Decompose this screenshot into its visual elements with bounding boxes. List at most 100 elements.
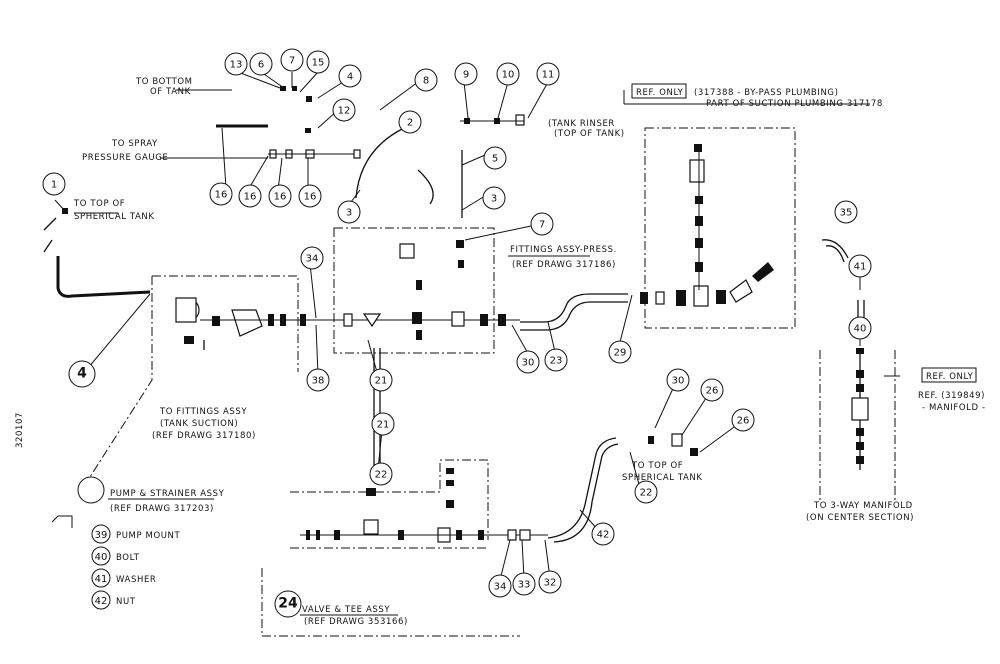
callout-number: 22 xyxy=(375,470,388,481)
callout-balloon: 22 xyxy=(634,480,658,504)
callout-number: 30 xyxy=(672,376,685,387)
label-tank-rinser-line1: (TANK RINSER xyxy=(548,119,615,129)
annotation-labels: TO BOTTOM OF TANK TO SPRAY PRESSURE GAUG… xyxy=(73,77,985,627)
callout-circle xyxy=(274,590,302,618)
callout-balloon: 3 xyxy=(337,200,361,224)
callout-number: 9 xyxy=(463,70,469,81)
callout-balloon: 38 xyxy=(306,368,330,392)
callout-circle xyxy=(516,350,540,374)
label-valve-tee-line2: (REF DRAWG 353166) xyxy=(304,617,408,627)
callout-number: 23 xyxy=(550,356,563,367)
callout-balloon: 34 xyxy=(300,246,324,270)
label-part-of-suction: PART OF SUCTION PLUMBING 317178 xyxy=(706,99,883,109)
callout-circle xyxy=(306,50,330,74)
label-fittings-press-line1: FITTINGS ASSY-PRESS. xyxy=(510,245,617,255)
legend-item: 42 NUT xyxy=(91,590,136,610)
callout-balloon: 22 xyxy=(369,462,393,486)
callout-circle xyxy=(398,110,422,134)
callout-circle xyxy=(591,522,615,546)
callout-circle xyxy=(369,462,393,486)
callout-balloon: 32 xyxy=(538,570,562,594)
legend-name: BOLT xyxy=(116,553,140,563)
callout-number: 33 xyxy=(518,580,531,591)
callout-number: 6 xyxy=(258,60,264,71)
callout-balloon: 33 xyxy=(512,572,536,596)
label-ref-only-right: REF. ONLY xyxy=(926,372,974,382)
callout-number: 21 xyxy=(375,376,388,387)
legend-name: NUT xyxy=(116,597,136,607)
label-bypass-plumbing: (317388 - BY-PASS PLUMBING) xyxy=(694,88,839,98)
callout-balloon: 34 xyxy=(488,574,512,598)
callout-circle xyxy=(268,184,292,208)
callout-balloon: 29 xyxy=(608,340,632,364)
legend-number: 42 xyxy=(95,596,108,607)
callout-circle xyxy=(338,64,362,88)
assembly-boundaries xyxy=(87,127,896,637)
callout-circle xyxy=(848,254,872,278)
callout-circle xyxy=(209,182,233,206)
label-to-bottom-of-tank-line1: TO BOTTOM xyxy=(135,77,193,87)
callout-balloon: 7 xyxy=(530,212,554,236)
callout-circle xyxy=(834,200,858,224)
label-ref-only-top: REF. ONLY xyxy=(636,88,684,98)
callout-balloon: 4 xyxy=(338,64,362,88)
callout-balloon: 26 xyxy=(731,408,755,432)
callout-circle xyxy=(306,368,330,392)
label-fittings-press-line2: (REF DRAWG 317186) xyxy=(512,260,616,270)
callout-number: 21 xyxy=(377,420,390,431)
callout-number: 26 xyxy=(737,416,750,427)
callout-number: 38 xyxy=(312,376,325,387)
callout-balloon: 40 xyxy=(848,316,872,340)
callout-number: 29 xyxy=(614,348,627,359)
callout-balloon: 3 xyxy=(482,186,506,210)
callout-number: 34 xyxy=(494,582,507,593)
hoses xyxy=(43,124,865,543)
callout-circle xyxy=(371,412,395,436)
callout-circle xyxy=(224,52,248,76)
callout-circle xyxy=(483,146,507,170)
callout-number: 30 xyxy=(522,358,535,369)
callout-balloon: 30 xyxy=(666,368,690,392)
legend-name: WASHER xyxy=(116,575,156,585)
callout-balloon: 23 xyxy=(544,348,568,372)
callout-balloon: 9 xyxy=(454,62,478,86)
callout-circle xyxy=(482,186,506,210)
callout-number: 11 xyxy=(542,70,555,81)
callout-circle xyxy=(280,48,304,72)
label-valve-tee-line1: VALVE & TEE ASSY xyxy=(302,605,390,615)
callout-circle xyxy=(700,378,724,402)
callout-number: 7 xyxy=(289,56,295,67)
label-to-spray-gauge-line1: TO SPRAY xyxy=(111,139,158,149)
callout-circle xyxy=(298,184,322,208)
label-pump-strainer-line1: PUMP & STRAINER ASSY xyxy=(110,489,225,499)
callout-number: 16 xyxy=(274,192,287,203)
callout-balloon: 16 xyxy=(298,184,322,208)
callout-circle xyxy=(369,368,393,392)
callout-number: 26 xyxy=(706,386,719,397)
label-fittings-suction-line2: (TANK SUCTION) xyxy=(160,419,238,429)
callout-number: 41 xyxy=(854,262,867,273)
callout-balloon: 6 xyxy=(249,52,273,76)
legend-item: 40 BOLT xyxy=(91,546,140,566)
callout-circle xyxy=(538,570,562,594)
ref-only-box-right xyxy=(921,367,977,383)
callout-number: 15 xyxy=(312,58,325,69)
label-ref-manifold-line1: REF. (319849) xyxy=(918,391,985,401)
callout-balloon: 11 xyxy=(536,62,560,86)
legend-number: 39 xyxy=(95,530,108,541)
callout-circle xyxy=(634,480,658,504)
legend-name: PUMP MOUNT xyxy=(116,531,181,541)
callout-circle xyxy=(536,62,560,86)
callout-balloon: 35 xyxy=(834,200,858,224)
callout-number: 16 xyxy=(215,190,228,201)
callout-number: 24 xyxy=(278,596,298,612)
callout-circle xyxy=(238,184,262,208)
callout-number: 3 xyxy=(491,194,497,205)
callout-circle xyxy=(848,316,872,340)
callout-circle xyxy=(454,62,478,86)
label-fittings-suction-line1: TO FITTINGS ASSY xyxy=(159,407,247,417)
callout-balloon: 26 xyxy=(700,378,724,402)
callout-balloon: 24 xyxy=(274,590,302,618)
legend-number: 41 xyxy=(95,574,108,585)
callout-balloon: 41 xyxy=(848,254,872,278)
